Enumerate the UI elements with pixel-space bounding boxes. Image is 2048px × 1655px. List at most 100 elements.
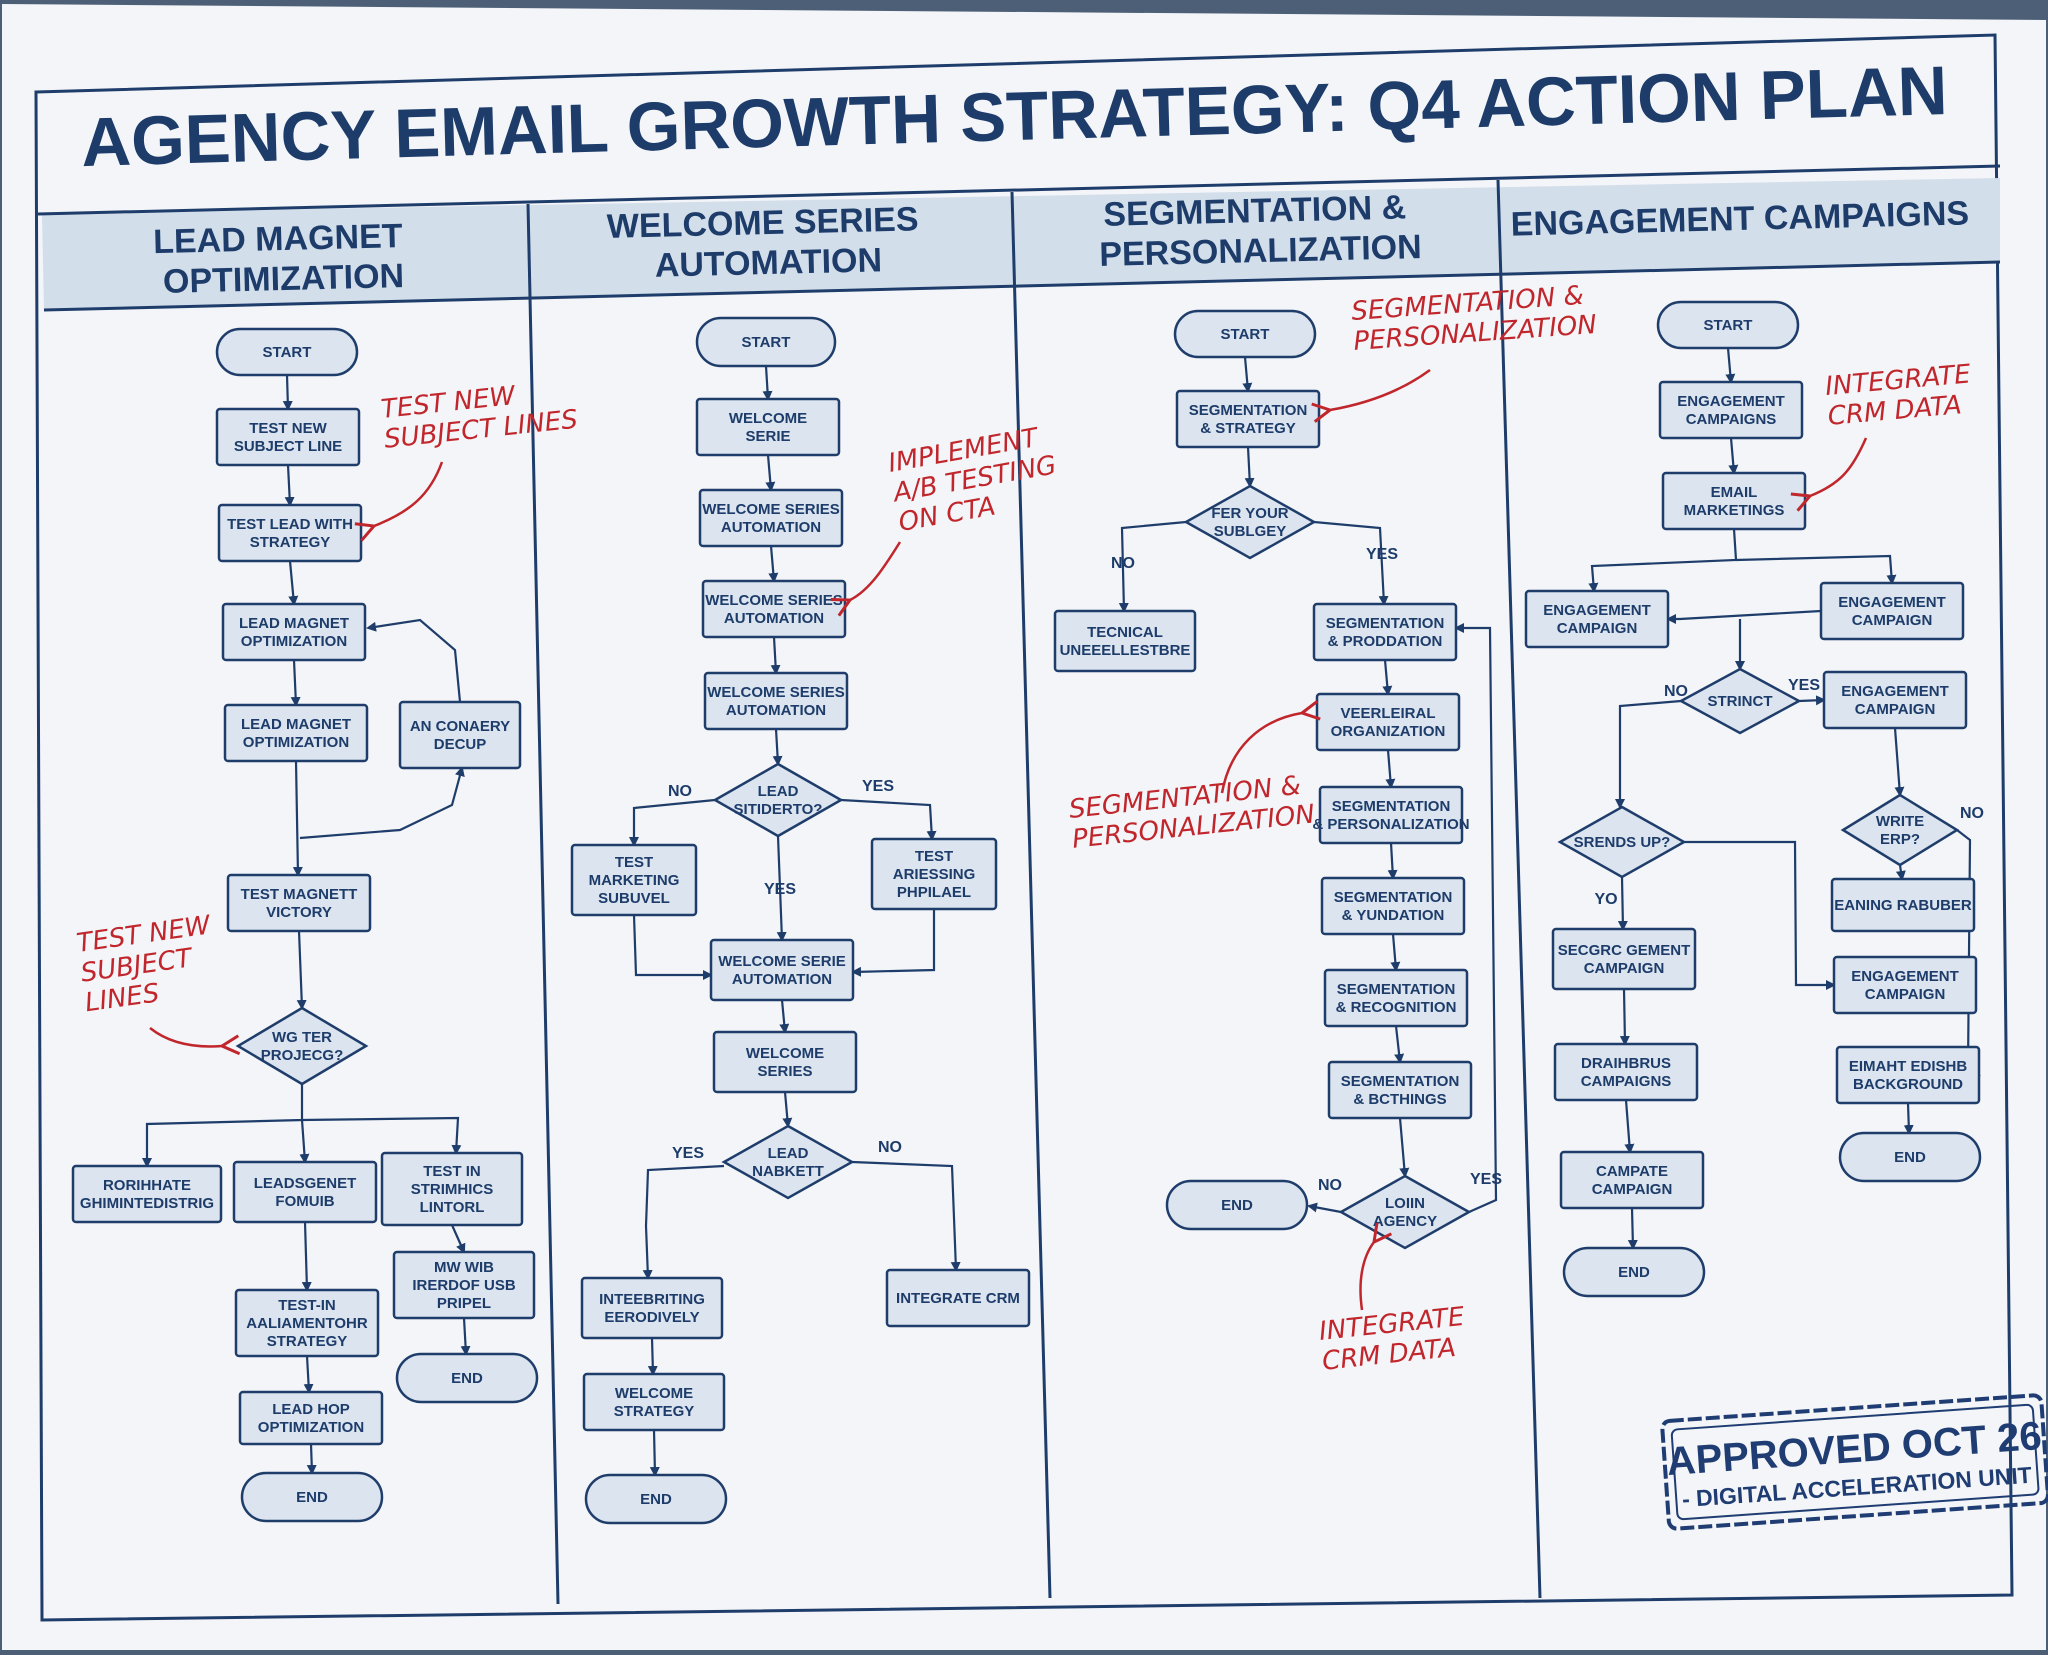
flow-edge (1387, 842, 1398, 880)
node-label-line: LEAD MAGNET (241, 716, 351, 733)
flow-edge (296, 930, 307, 1010)
node-label-line: AALIAMENTOHR (246, 1315, 368, 1332)
node-label: SEGMENTATION& PERSONALIZATION (1312, 798, 1469, 833)
node-label-line: WG TER (272, 1029, 332, 1046)
node-label-line: STRATEGY (250, 534, 331, 551)
process-box (215, 407, 361, 467)
process-box (1658, 380, 1804, 440)
annotation-arrow (149, 1027, 222, 1046)
flow-edge (1382, 659, 1393, 696)
flow-edge (768, 545, 779, 583)
handwritten-note-a6: INTEGRATECRM DATA (1824, 359, 1975, 432)
node-label-line: EIMAHT EDISHB (1849, 1058, 1968, 1075)
node-label-line: AN CONAERY (410, 718, 510, 735)
process-box (582, 1372, 726, 1432)
node-label-line: WELCOME SERIES (702, 501, 840, 518)
flow-node-c3_recog: SEGMENTATION& RECOGNITION (1323, 968, 1469, 1028)
node-label-line: & PRODDATION (1328, 633, 1443, 650)
flow-edge (290, 659, 301, 707)
node-label-line: SEGMENTATION (1326, 615, 1445, 632)
process-box (698, 488, 844, 548)
flow-edge (1398, 1117, 1410, 1178)
flow-edge (284, 464, 295, 507)
process-box (870, 837, 998, 911)
node-label-line: SERIES (757, 1063, 812, 1080)
flow-edge (1307, 1202, 1342, 1214)
flow-node-c4_end_r: END (1838, 1131, 1982, 1183)
node-label-line: LEADSGENET (254, 1175, 357, 1192)
node-label: SEGMENTATION& PRODDATION (1326, 615, 1445, 650)
node-label: END (1894, 1149, 1926, 1166)
edge-label-c4_yes1: YES (1788, 677, 1820, 694)
decision-diamond (1557, 805, 1687, 879)
process-box (1524, 589, 1670, 649)
stamp-border (1660, 1393, 2048, 1531)
flow-edge (851, 1160, 961, 1272)
process-box (701, 579, 847, 639)
node-label-line: OPTIMIZATION (243, 734, 349, 751)
flow-node-c1_end_r: END (395, 1352, 539, 1404)
process-box (1053, 609, 1197, 673)
flow-edge (282, 374, 293, 411)
edge-label-c3_no1: NO (1111, 555, 1135, 572)
process-box (398, 700, 522, 770)
flow-edge (1798, 695, 1826, 706)
flow-edge (306, 1443, 317, 1475)
node-label-line: IRERDOF USB (412, 1277, 516, 1294)
node-label-line: & STRATEGY (1200, 420, 1296, 437)
process-box (712, 1030, 858, 1094)
node-label-line: SEGMENTATION (1341, 1073, 1460, 1090)
process-box (223, 703, 369, 763)
node-label-line: SECGRC GEMENT (1558, 942, 1691, 959)
process-box (1832, 955, 1978, 1015)
node-label-line: TEST MAGNETT (241, 886, 358, 903)
flow-edge (1624, 1099, 1635, 1154)
node-label-line: & BCTHINGS (1353, 1091, 1446, 1108)
node-label-line: STRINCT (1708, 693, 1773, 710)
node-label: SEGMENTATION& BCTHINGS (1341, 1073, 1460, 1108)
edge-label-c3_no2: NO (1318, 1177, 1342, 1194)
node-label-line: WELCOME SERIE (718, 953, 846, 970)
flow-edge (1895, 864, 1906, 881)
annotation-arrow (1810, 437, 1868, 496)
flow-edge (1588, 528, 1738, 593)
node-label-line: EERODIVELY (604, 1309, 699, 1326)
node-label-line: DECUP (434, 736, 487, 753)
terminal-pill (1173, 309, 1317, 359)
process-box (695, 397, 841, 457)
edge-label-c3_yes1: YES (1366, 546, 1398, 563)
process-box (392, 1250, 536, 1320)
node-label-line: CAMPAIGNS (1581, 1073, 1672, 1090)
node-label-line: PROJECG? (261, 1047, 344, 1064)
process-box (1320, 876, 1466, 936)
flow-edge (632, 914, 713, 980)
node-label-line: AGENCY (1373, 1213, 1437, 1230)
node-label-line: MARKETINGS (1684, 502, 1785, 519)
annotation-arrow (374, 461, 444, 526)
edge-label-c2_no2: NO (878, 1139, 902, 1156)
